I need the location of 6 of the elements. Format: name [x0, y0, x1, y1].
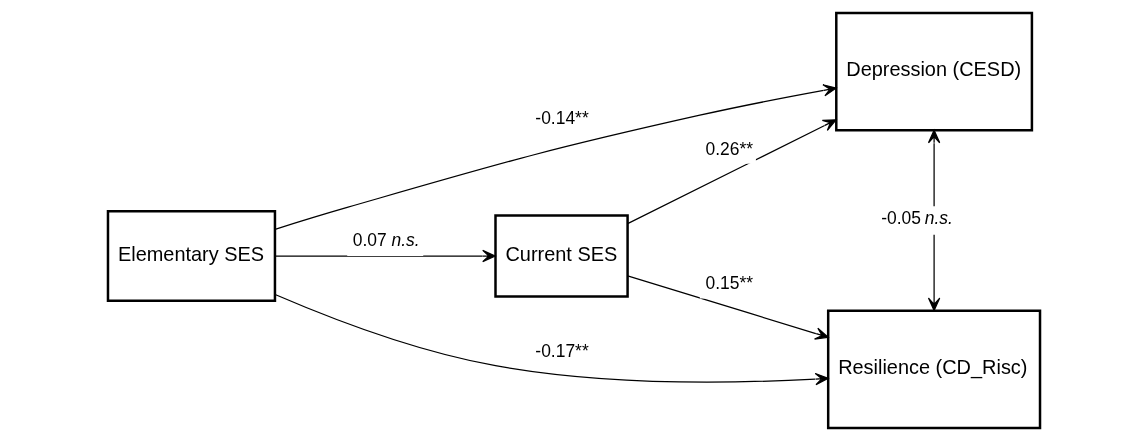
- edge-label: 0.26**: [705, 138, 753, 159]
- edge-label: -0.17**: [535, 340, 589, 361]
- edge-label: -0.14**: [535, 107, 589, 128]
- edge-label: 0.15**: [705, 273, 753, 294]
- edge-label: 0.07 n.s.: [352, 229, 420, 250]
- edge-label: -0.05 n.s.: [881, 208, 953, 229]
